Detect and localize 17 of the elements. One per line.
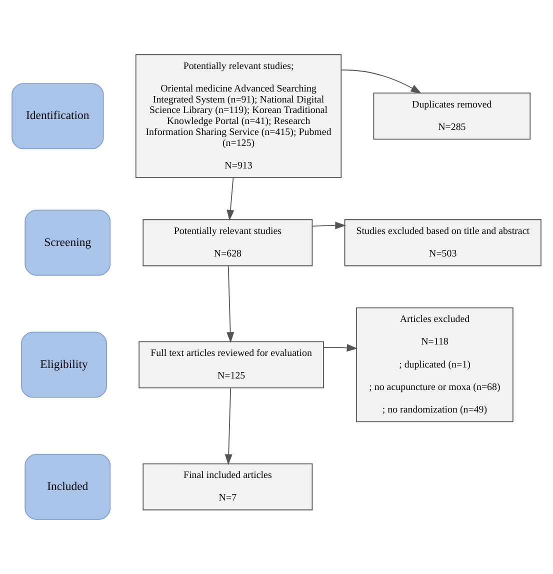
node-box: Included — [24, 454, 111, 520]
node-box: Identification — [12, 83, 104, 150]
arrow — [226, 265, 234, 343]
arrow — [226, 177, 234, 221]
node-box: Full text articles reviewed for evaluation N=125 — [138, 341, 324, 388]
arrow — [341, 70, 422, 94]
node-box: Studies excluded based on title and abstract N=503 — [344, 219, 542, 266]
arrow — [312, 222, 346, 230]
arrow — [224, 388, 232, 466]
node-box: Potentially relevant studies N=628 — [142, 219, 313, 266]
node-box: Eligibility — [21, 332, 107, 398]
node-box: Screening — [24, 210, 111, 276]
node-box: Duplicates removed N=285 — [373, 92, 531, 140]
arrow — [323, 344, 358, 352]
node-box: Potentially relevant studies; Oriental medicine Advanced Searching Integrated System (n=91); National Digital Science Library (n=119); Korean Traditional Knowledge Portal (n=41); Research Information Sharing Service (n=415); Pubmed (n=125) N=913 — [135, 54, 342, 178]
node-box: Articles excluded N=118 ; duplicated (n=1) ; no acupuncture or moxa (n=68) ; no randomization (n=49) — [356, 307, 514, 422]
node-box: Final included articles N=7 — [142, 463, 313, 510]
